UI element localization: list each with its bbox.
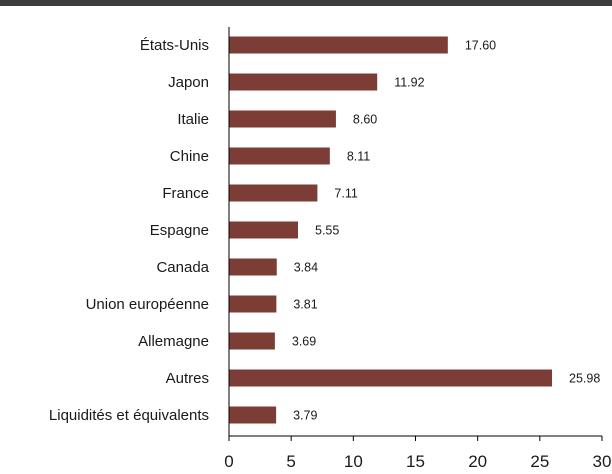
category-label-9: Autres xyxy=(166,370,209,387)
category-label-4: France xyxy=(162,185,209,202)
category-label-0: États-Unis xyxy=(140,37,209,54)
x-tick-label-0: 0 xyxy=(224,452,233,471)
x-tick-label-5: 25 xyxy=(530,452,549,471)
value-label-1: 11.92 xyxy=(394,76,424,90)
bar-10 xyxy=(229,406,277,424)
value-label-10: 3.79 xyxy=(293,409,317,423)
category-labels-group: États-UnisJaponItalieChineFranceEspagneC… xyxy=(49,37,210,424)
value-label-4: 7.11 xyxy=(334,187,357,201)
value-label-9: 25.98 xyxy=(569,372,600,386)
x-tick-label-1: 5 xyxy=(286,452,295,471)
bar-4 xyxy=(229,184,318,202)
category-label-8: Allemagne xyxy=(138,333,209,350)
bar-7 xyxy=(229,295,277,313)
bar-2 xyxy=(229,110,336,128)
value-label-5: 5.55 xyxy=(315,224,339,238)
value-label-7: 3.81 xyxy=(293,298,317,312)
category-label-7: Union européenne xyxy=(86,296,209,313)
bar-8 xyxy=(229,332,275,350)
bar-0 xyxy=(229,36,448,54)
category-label-3: Chine xyxy=(170,148,209,165)
category-label-6: Canada xyxy=(156,259,209,276)
x-ticks-group: 0 5 10 15 20 25 30 xyxy=(224,436,611,471)
value-label-0: 17.60 xyxy=(465,39,496,53)
x-tick-label-6: 30 xyxy=(593,452,612,471)
bar-1 xyxy=(229,73,378,91)
bar-6 xyxy=(229,258,277,276)
bar-3 xyxy=(229,147,330,165)
x-tick-label-4: 20 xyxy=(468,452,487,471)
value-label-8: 3.69 xyxy=(292,335,316,349)
category-label-5: Espagne xyxy=(150,222,209,239)
value-labels-group: 17.60 11.92 8.60 8.11 7.11 5.55 3.84 3.81 3.69 25… xyxy=(292,39,600,423)
top-rule xyxy=(0,0,612,6)
value-label-3: 8.11 xyxy=(347,150,370,164)
value-label-6: 3.84 xyxy=(294,261,318,275)
category-label-10: Liquidités et équivalents xyxy=(49,407,209,424)
x-tick-label-2: 10 xyxy=(344,452,363,471)
bars-group xyxy=(229,36,553,424)
category-label-1: Japon xyxy=(168,74,209,91)
category-label-2: Italie xyxy=(177,111,209,128)
bar-5 xyxy=(229,221,299,239)
value-label-2: 8.60 xyxy=(353,113,377,127)
x-tick-label-3: 15 xyxy=(406,452,425,471)
bar-9 xyxy=(229,369,553,387)
